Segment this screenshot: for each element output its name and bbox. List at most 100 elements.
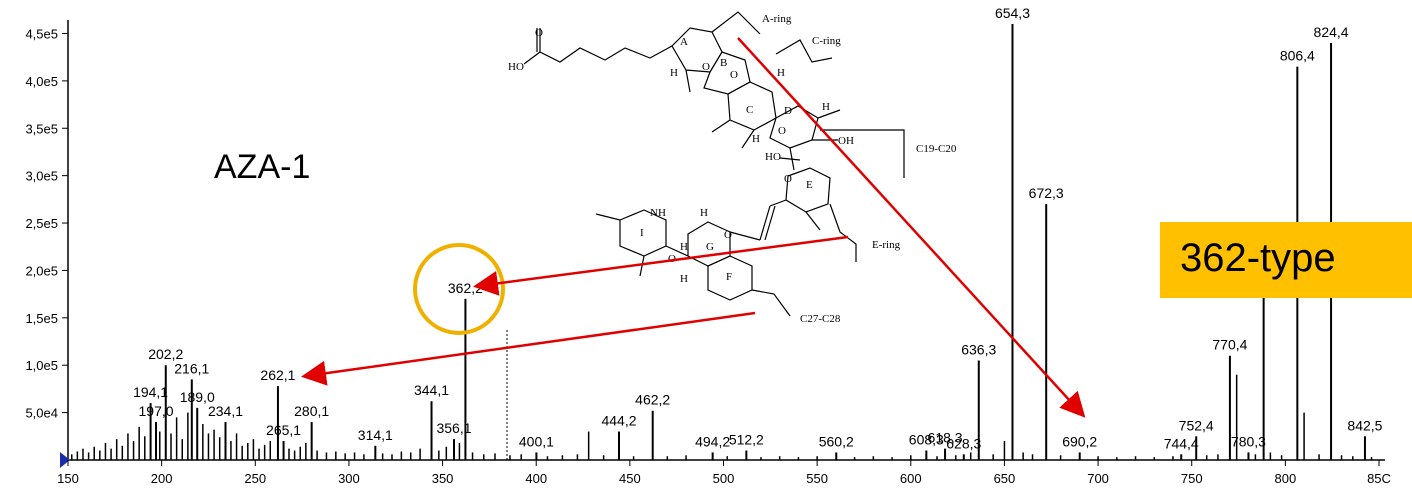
structure-label-o6: O <box>668 253 676 265</box>
y-tick-label: 1,5e5 <box>25 311 58 326</box>
x-tick-label: 350 <box>432 471 454 486</box>
y-tick-label: 3,5e5 <box>25 121 58 136</box>
peak-label: 806,4 <box>1280 48 1315 64</box>
structure-label-h5: H <box>700 207 708 219</box>
peak-label: 265,1 <box>266 422 301 438</box>
arrow-e-ring-to-362 <box>473 235 849 296</box>
arrow-c27-to-262 <box>301 311 756 386</box>
peak-label: 202,2 <box>148 346 183 362</box>
peak-label: 560,2 <box>819 433 854 449</box>
peak-label: 262,1 <box>260 367 295 383</box>
peak-label: 690,2 <box>1062 433 1097 449</box>
axis-origin-marker <box>60 452 70 468</box>
ring-label-e: E <box>806 179 813 191</box>
structure-label-ho: HO <box>765 151 781 163</box>
peak-label: 654,3 <box>995 5 1030 21</box>
peak-label: 512,2 <box>729 432 764 448</box>
peak-label: 400,1 <box>519 433 554 449</box>
aza1-structure-labels: HO O A B C D E F G I O O O O O O H H H H… <box>508 13 957 325</box>
fragment-arrows <box>301 37 1086 418</box>
ring-label-a: A <box>680 36 688 48</box>
x-tick-label: 500 <box>713 471 735 486</box>
x-tick-label: 150 <box>57 471 79 486</box>
structure-label-carbonyl-o: O <box>535 27 543 39</box>
x-tick-label: 650 <box>994 471 1016 486</box>
peak-label: 314,1 <box>358 427 393 443</box>
x-tick-label: 300 <box>338 471 360 486</box>
structure-label-o1: O <box>702 61 710 73</box>
peak-label: 618,3 <box>928 430 963 446</box>
structure-label-o4: O <box>784 173 792 185</box>
structure-label-ho-acid: HO <box>508 61 524 73</box>
peak-label: 824,4 <box>1314 24 1349 40</box>
ring-label-g: G <box>706 241 714 253</box>
structure-label-nh: NH <box>650 207 666 219</box>
peak-label: 216,1 <box>174 360 209 376</box>
peak-label: 628,3 <box>946 435 981 451</box>
x-tick-label: 600 <box>900 471 922 486</box>
aza1-structure <box>523 11 905 317</box>
peak-label: 780,3 <box>1231 433 1266 449</box>
ring-label-b: B <box>720 57 727 69</box>
structure-label-h2: H <box>777 67 785 79</box>
y-tick-label: 3,0e5 <box>25 169 58 184</box>
peak-label: 842,5 <box>1347 417 1382 433</box>
x-tick-label: 450 <box>619 471 641 486</box>
cleavage-label-a-ring: A-ring <box>762 13 792 25</box>
peak-label: 462,2 <box>635 392 670 408</box>
x-tick-label: 700 <box>1087 471 1109 486</box>
structure-label-h4: H <box>822 101 830 113</box>
ring-label-f: F <box>726 271 732 283</box>
ring-label-i: I <box>640 227 644 239</box>
structure-label-h3: H <box>752 133 760 145</box>
peak-label: 494,2 <box>695 433 730 449</box>
type-box-label: 362-type <box>1180 236 1336 280</box>
peak-label: 280,1 <box>294 403 329 419</box>
structure-label-oh: OH <box>838 135 854 147</box>
structure-label-o2: O <box>730 69 738 81</box>
arrow-a-ring-to-690 <box>737 37 1086 418</box>
y-tick-label: 4,0e5 <box>25 74 58 89</box>
structure-label-o3: O <box>778 125 786 137</box>
x-tick-label: 200 <box>151 471 173 486</box>
cleavage-label-c-ring: C-ring <box>812 35 841 47</box>
x-tick-label: 800 <box>1275 471 1297 486</box>
peak-label: 444,2 <box>601 413 636 429</box>
peak-label: 362,2 <box>448 280 483 296</box>
peak-label: 770,4 <box>1212 337 1247 353</box>
compound-label: AZA-1 <box>214 148 311 186</box>
cleavage-label-c27-c28: C27-C28 <box>800 313 841 325</box>
y-tick-label: 1,0e5 <box>25 358 58 373</box>
structure-label-h6: H <box>680 241 688 253</box>
structure-label-h7: H <box>680 273 688 285</box>
peak-label: 197,0 <box>139 403 174 419</box>
peak-label: 344,1 <box>414 382 449 398</box>
cleavage-label-e-ring: E-ring <box>872 239 901 251</box>
peak-label: 194,1 <box>133 384 168 400</box>
peak-label: 672,3 <box>1029 185 1064 201</box>
x-tick-label: 85C <box>1367 471 1391 486</box>
y-tick-label: 2,0e5 <box>25 263 58 278</box>
peak-label: 189,0 <box>180 389 215 405</box>
ring-label-c: C <box>746 104 753 116</box>
cleavage-label-c19-c20: C19-C20 <box>916 143 957 155</box>
structure-label-o5: O <box>724 229 732 241</box>
y-tick-label: 2,5e5 <box>25 216 58 231</box>
structure-label-h1: H <box>670 67 678 79</box>
peak-label: 636,3 <box>961 341 996 357</box>
peak-label: 608,3 <box>909 432 944 448</box>
ring-label-d: D <box>784 105 792 117</box>
peak-label: 752,4 <box>1179 417 1214 433</box>
x-tick-label: 250 <box>244 471 266 486</box>
highlight-circle <box>413 243 505 335</box>
peak-label: 744,4 <box>1164 435 1199 451</box>
peak-label: 234,1 <box>208 403 243 419</box>
y-tick-label: 4,5e5 <box>25 26 58 41</box>
y-tick-label: 5,0e4 <box>25 406 58 421</box>
x-tick-label: 750 <box>1181 471 1203 486</box>
peak-label: 356,1 <box>436 420 471 436</box>
x-tick-label: 550 <box>806 471 828 486</box>
type-box: 362-type <box>1160 222 1412 298</box>
x-tick-label: 400 <box>525 471 547 486</box>
